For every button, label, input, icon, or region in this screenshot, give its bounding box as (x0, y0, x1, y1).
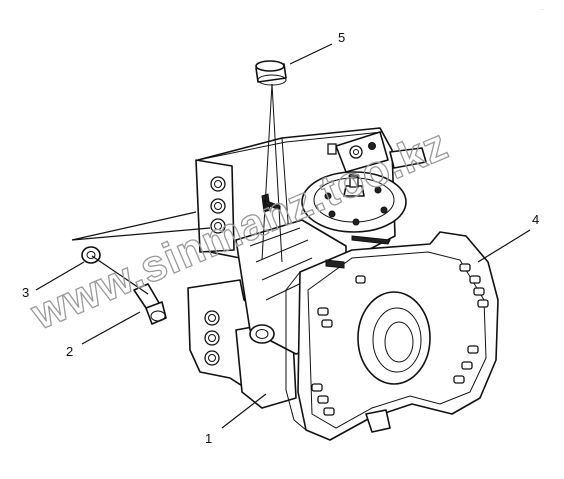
flange-studs (311, 263, 489, 416)
callout-label-3: 3 (22, 285, 29, 300)
callout-label-4: 4 (532, 212, 539, 227)
callout-2: 2 (66, 311, 141, 359)
callout-label-1: 1 (205, 431, 212, 446)
callout-4: 4 (477, 212, 539, 263)
bolt-part-2 (133, 283, 167, 325)
exploded-guide-lines (71, 83, 283, 295)
cap-part-5 (255, 60, 287, 86)
top-valve-block (327, 131, 427, 173)
housing-markings (261, 193, 391, 269)
callout-5: 5 (289, 30, 345, 65)
left-plate-bolts (204, 176, 226, 366)
callout-1: 1 (205, 393, 267, 446)
corner-mark: — (540, 6, 544, 11)
callout-label-5: 5 (338, 30, 345, 45)
callout-label-2: 2 (66, 344, 73, 359)
control-plate (301, 171, 407, 233)
pump-housing (187, 127, 499, 441)
callout-3: 3 (22, 261, 85, 300)
washer-part-3 (81, 246, 101, 264)
